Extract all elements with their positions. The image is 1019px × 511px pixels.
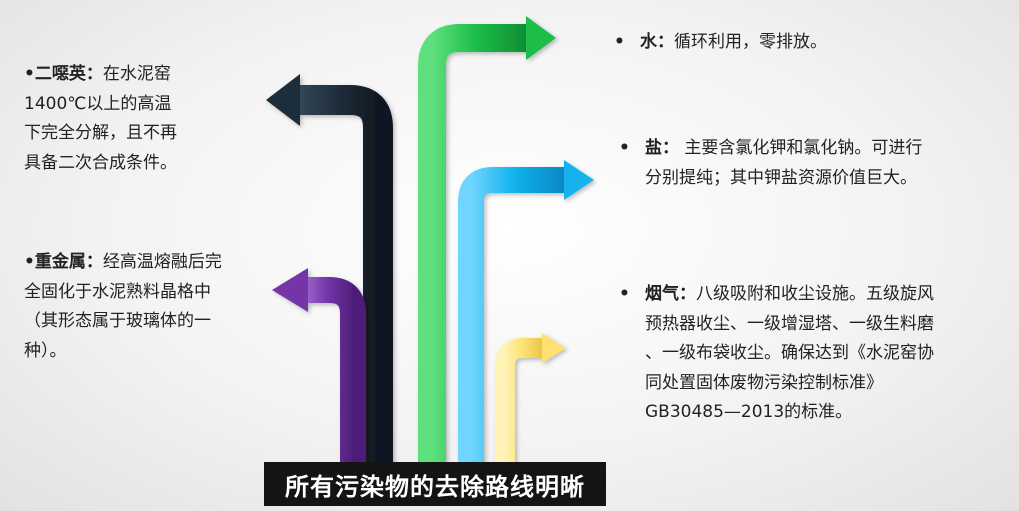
dioxin-line-1: 在水泥窑 — [102, 64, 171, 84]
caption-banner: 所有污染物的去除路线明晰 — [264, 462, 606, 506]
heavy-metal-line-3: （其形态属于玻璃体的一 — [24, 311, 211, 331]
flue-gas-line-2: 预热器收尘、一级增湿塔、一级生料磨 — [645, 313, 934, 334]
dioxin-line-4: 具备二次合成条件。 — [24, 152, 177, 173]
dioxin-line-2: 1400℃以上的高温 — [24, 93, 172, 114]
water-term: 水： — [640, 32, 674, 52]
purple-arrow — [272, 268, 366, 465]
salt-line-1: 主要含氯化钾和氯化钠。可进行 — [679, 138, 923, 158]
heavy-metal-term: 重金属： — [34, 252, 103, 272]
flue-gas-line-5: GB30485—2013的标准。 — [645, 402, 853, 422]
heavy-metal-note: •重金属：经高温熔融后完 全固化于水泥熟料晶格中 （其形态属于玻璃体的一 种）。 — [24, 248, 222, 366]
dioxin-note: •二噁英：在水泥窑 1400℃以上的高温 下完全分解，且不再 具备二次合成条件。 — [24, 60, 177, 178]
dioxin-term: 二噁英： — [34, 64, 103, 84]
water-note: • 水：循环利用，零排放。 — [614, 28, 827, 58]
flue-gas-note: • 烟气：八级吸附和收尘设施。五级旋风 预热器收尘、一级增湿塔、一级生料磨 、一… — [619, 280, 934, 428]
salt-note: • 盐： 主要含氯化钾和氯化钠。可进行 分别提纯；其中钾盐资源价值巨大。 — [619, 134, 922, 193]
water-bullet: • — [614, 32, 625, 52]
green-arrow — [418, 16, 556, 465]
salt-term: 盐： — [645, 138, 679, 158]
flue-gas-line-1: 八级吸附和收尘设施。五级旋风 — [696, 284, 934, 304]
salt-bullet: • — [619, 138, 630, 158]
heavy-metal-line-4: 种）。 — [24, 340, 67, 361]
salt-line-2: 分别提纯；其中钾盐资源价值巨大。 — [645, 167, 917, 188]
flue-gas-line-4: 同处置固体废物污染控制标准》 — [645, 372, 883, 393]
dioxin-line-3: 下完全分解，且不再 — [24, 123, 177, 143]
yellow-arrow — [495, 333, 566, 465]
water-line-1: 循环利用，零排放。 — [674, 32, 827, 52]
blue-arrow — [458, 160, 594, 465]
dark-arrow — [266, 74, 393, 465]
flue-gas-line-3: 、一级布袋收尘。确保达到《水泥窑协 — [645, 343, 934, 363]
flue-gas-bullet: • — [619, 284, 630, 304]
heavy-metal-line-1: 经高温熔融后完 — [102, 252, 222, 272]
flue-gas-term: 烟气： — [645, 284, 696, 304]
heavy-metal-line-2: 全固化于水泥熟料晶格中 — [24, 281, 211, 302]
